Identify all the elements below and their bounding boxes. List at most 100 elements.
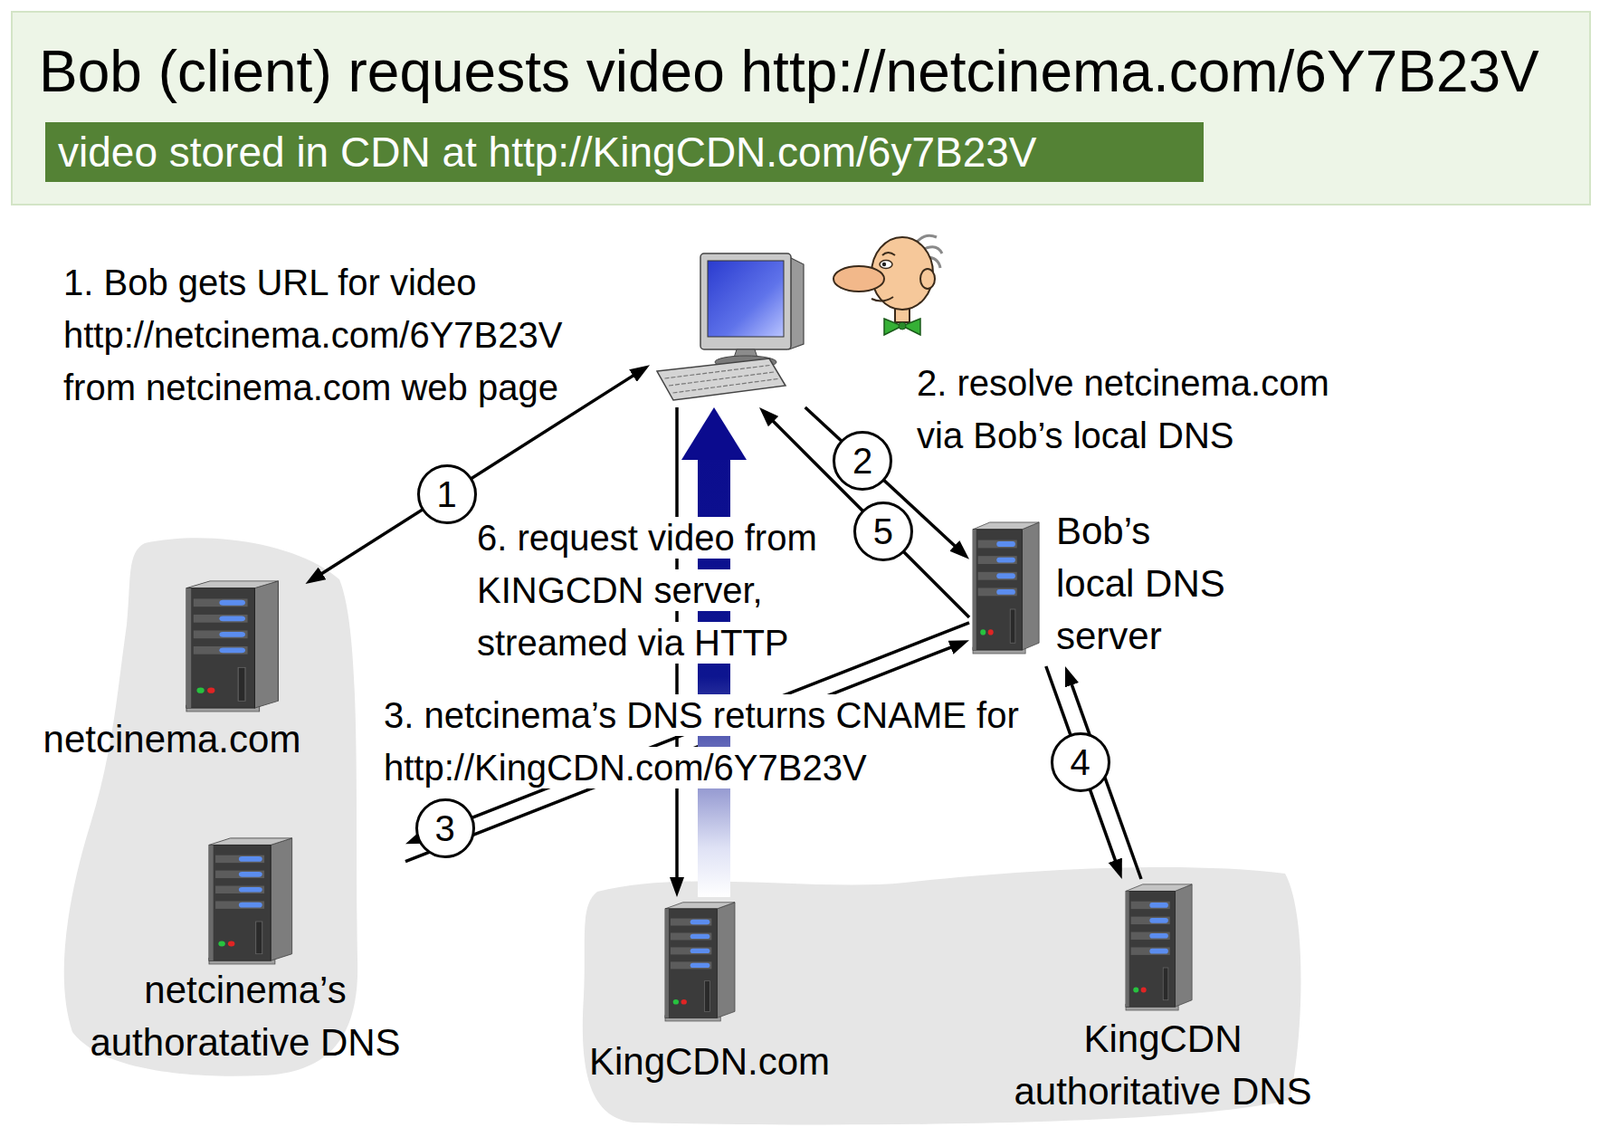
dns-server: Bob’s local DNS server	[969, 501, 1231, 667]
drive-bay	[978, 555, 1018, 564]
drive-light	[690, 962, 711, 968]
video-stream-arrow	[697, 443, 731, 897]
diagram-title: Bob (client) requests video http://netci…	[38, 37, 1540, 107]
drive-light	[219, 647, 246, 653]
key-row	[665, 365, 771, 380]
status-led	[681, 999, 687, 1005]
mouth	[871, 296, 894, 302]
drive-bay	[1131, 901, 1171, 909]
server-icon	[186, 579, 281, 712]
step-note: 2. resolve netcinema.com via Bob’s local…	[916, 356, 1352, 462]
server-slot	[1162, 967, 1169, 1000]
key-row	[673, 379, 779, 394]
monitor-screen	[707, 260, 784, 337]
nose	[833, 266, 885, 292]
callout-circle: 5	[853, 501, 914, 562]
step-note: 3. netcinema’s DNS returns CNAME for htt…	[383, 688, 1072, 794]
server-front	[665, 908, 717, 1019]
server-slot	[256, 921, 263, 954]
node-text: KingCDN authoritative DNS	[1012, 1012, 1314, 1118]
drive-bay	[670, 961, 712, 969]
drive-bay	[1131, 946, 1171, 954]
callout-circle: 4	[1050, 732, 1111, 792]
callout-circle: 3	[415, 798, 476, 858]
server-front	[972, 529, 1022, 650]
drive-bay	[978, 587, 1018, 596]
server-edge	[972, 529, 977, 650]
drive-light	[238, 856, 263, 862]
drive-light	[690, 919, 711, 924]
server-side	[270, 838, 293, 961]
drive-light	[238, 886, 263, 893]
drive-light	[219, 615, 246, 621]
server-icon	[209, 836, 295, 964]
node-label: Bob’s local DNS server	[1056, 504, 1228, 663]
status-led	[673, 999, 679, 1005]
drive-bay	[215, 900, 265, 908]
node-text: KingCDN.com	[588, 1035, 832, 1088]
node-text: Bob’s local DNS server	[1056, 504, 1228, 663]
server-edge	[1125, 890, 1130, 1007]
drive-bay	[670, 932, 712, 940]
callout-number: 1	[436, 476, 457, 513]
drive-bay	[1131, 932, 1171, 940]
node-text: netcinema.com	[42, 713, 303, 766]
server-slot	[704, 980, 710, 1012]
drive-light	[219, 631, 246, 638]
drive-bay	[215, 855, 265, 863]
server-icon	[665, 900, 737, 1021]
cdn-banner: video stored in CDN at http://KingCDN.co…	[45, 122, 1204, 182]
brow	[882, 252, 896, 256]
server-top	[186, 580, 278, 589]
server-edge	[186, 588, 191, 708]
message-arrow	[1046, 666, 1120, 871]
drive-light	[219, 600, 246, 606]
drive-light	[1149, 948, 1169, 954]
step-text: 1. Bob gets URL for video http://netcine…	[63, 261, 562, 409]
server-side	[254, 580, 278, 708]
drive-bay	[670, 946, 712, 954]
drive-bay	[1131, 916, 1171, 924]
node-label: netcinema.com	[42, 713, 303, 766]
step-text: 2. resolve netcinema.com via Bob’s local…	[916, 361, 1330, 457]
drive-bay	[670, 918, 712, 926]
status-led	[1141, 986, 1147, 992]
banner-text: video stored in CDN at http://KingCDN.co…	[57, 122, 1038, 182]
drive-light	[690, 948, 711, 953]
drive-bay	[193, 598, 248, 607]
step-text: 6. request video from KINGCDN server, st…	[476, 516, 818, 664]
status-led	[228, 940, 236, 946]
drive-light	[1149, 902, 1169, 908]
server-slot	[1009, 609, 1016, 643]
callout-circle: 1	[417, 464, 477, 524]
step-note: 1. Bob gets URL for video http://netcine…	[63, 256, 580, 414]
server-side	[1174, 884, 1192, 1007]
monitor-frame	[700, 253, 791, 350]
drive-bay	[193, 614, 248, 623]
server-slot	[238, 666, 246, 701]
drive-light	[996, 589, 1016, 595]
drive-light	[1149, 917, 1169, 924]
dns-server: KingCDN authoritative DNS	[1009, 878, 1317, 1122]
status-led	[1133, 986, 1139, 992]
status-led	[196, 687, 204, 694]
server-front	[209, 844, 271, 961]
dns-server: netcinema’s authoratative DNS	[85, 832, 406, 1073]
server-edge	[209, 844, 214, 961]
drive-bay	[215, 870, 265, 878]
computer-icon	[653, 249, 817, 404]
server-icon	[1125, 882, 1194, 1010]
server-side	[1021, 522, 1039, 650]
server-edge	[665, 908, 669, 1019]
pupil	[882, 262, 886, 267]
drive-light	[238, 902, 263, 908]
server-front	[186, 588, 255, 708]
status-led	[988, 628, 994, 635]
status-led	[218, 940, 226, 946]
node-label: KingCDN authoritative DNS	[1012, 1012, 1314, 1118]
server-front	[1125, 890, 1175, 1007]
callout-number: 5	[873, 513, 894, 550]
drive-bay	[215, 885, 265, 894]
user-figure	[833, 235, 943, 335]
